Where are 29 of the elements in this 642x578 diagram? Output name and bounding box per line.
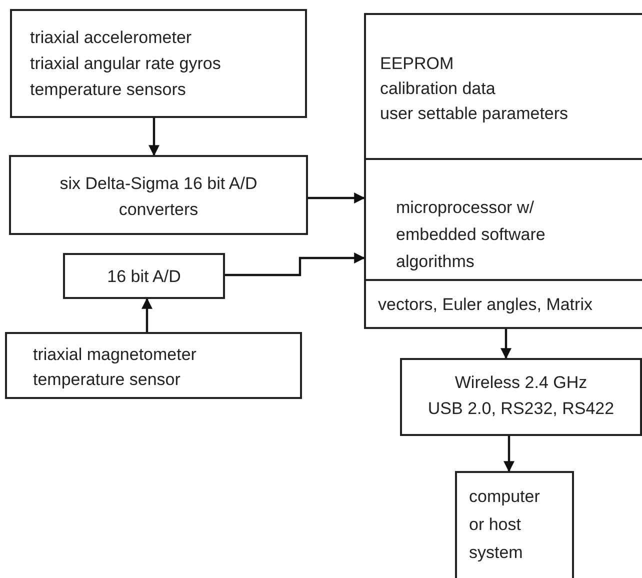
box-label: calibration data [380, 78, 496, 100]
box-label: triaxial angular rate gyros [30, 53, 221, 75]
arrow [504, 436, 514, 472]
process-box [364, 279, 642, 329]
box-label: microprocessor w/ embedded software algorithms [396, 197, 546, 273]
process-box [400, 358, 642, 436]
process-box [63, 253, 225, 299]
process-box [364, 13, 642, 160]
box-label: triaxial magnetometer [33, 344, 196, 366]
box-label: Wireless 2.4 GHz [454, 372, 588, 394]
box-label: six Delta-Sigma 16 bit A/D converters [58, 173, 258, 221]
box-label: user settable parameters [380, 103, 568, 125]
arrow [500, 329, 512, 360]
box-label: temperature sensors [30, 79, 186, 101]
box-label: 16 bit A/D [107, 266, 181, 288]
box-label: USB 2.0, RS232, RS422 [428, 398, 614, 420]
arrow [148, 118, 160, 156]
arrow [225, 252, 366, 276]
process-box [10, 9, 307, 118]
arrow [308, 192, 366, 204]
box-label: triaxial accelerometer [30, 27, 192, 49]
box-label: computer or host system [469, 486, 541, 564]
box-label: temperature sensor [33, 369, 180, 391]
process-box [5, 332, 302, 399]
arrow [142, 298, 152, 332]
box-label: EEPROM [380, 53, 454, 75]
process-box [9, 155, 308, 235]
box-label: vectors, Euler angles, Matrix [378, 294, 592, 316]
process-box [455, 471, 574, 578]
